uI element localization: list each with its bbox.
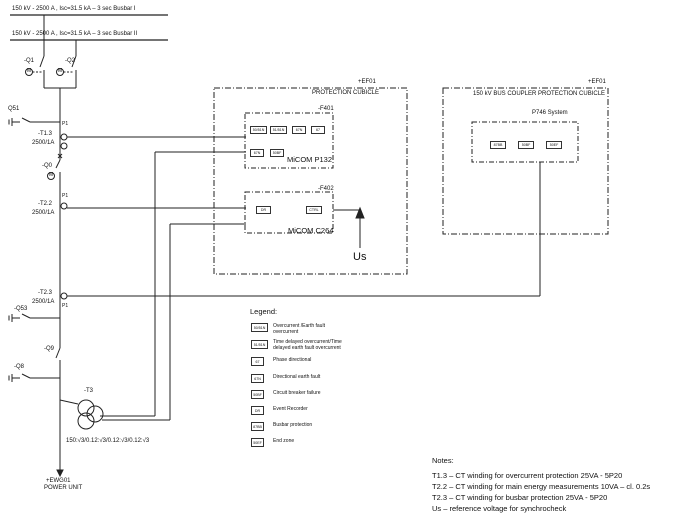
- busbar-2-label: 150 kV - 2500 A , Isc=31.5 kA – 3 sec Bu…: [12, 31, 138, 37]
- note-line-2: T2.2 – CT winding for main energy measur…: [432, 482, 651, 491]
- legend-code-1: 50/51N: [251, 323, 268, 332]
- micom-p132-border: [244, 112, 334, 169]
- power-unit-name: POWER UNIT: [44, 485, 83, 491]
- q8-label: -Q8: [14, 364, 25, 370]
- f401-label: -F401: [318, 106, 334, 112]
- protection-cubicle-tag: +EF01: [358, 79, 376, 85]
- legend-code-4: 67N: [251, 374, 264, 383]
- legend-text-3: Phase directional: [273, 357, 312, 363]
- q0-motor-icon: [47, 172, 55, 180]
- p132-func-5: 67N: [250, 149, 264, 157]
- micom-c264-label: MiCOM C264: [288, 226, 334, 235]
- p132-func-2: 51/51N: [270, 126, 287, 134]
- ct-p1-c: P1: [62, 303, 69, 309]
- protection-cubicle-title: PROTECTION CUBICLE: [312, 90, 380, 96]
- q51-label: Q51: [8, 106, 20, 112]
- p132-func-6: 50BF: [270, 149, 284, 157]
- p132-func-4: 67: [311, 126, 325, 134]
- q51-earth-switch: [8, 117, 60, 126]
- ct-t13-ratio: 2500/1A: [32, 140, 55, 146]
- legend-text-6: Event Recorder: [273, 406, 308, 412]
- q53-earth-switch: [8, 313, 60, 322]
- notes-title: Notes:: [432, 456, 454, 465]
- ct-t13-symbol: [60, 133, 68, 150]
- coupler-cubicle-tag: +EF01: [588, 79, 606, 85]
- q2-motor-letter: M: [58, 68, 63, 74]
- coupler-cubicle-border: [442, 87, 609, 235]
- p132-func-3: 67N: [292, 126, 306, 134]
- legend-text-7: Busbar protection: [273, 422, 313, 428]
- ct-p1-b: P1: [62, 193, 69, 199]
- p746-func-3: 50EF: [546, 141, 562, 149]
- ct-t23-symbol: [60, 292, 68, 300]
- ct-t13-label: -T1.3: [38, 131, 53, 137]
- q1-label: -Q1: [24, 58, 35, 64]
- legend-code-2: 51/51N: [251, 340, 268, 349]
- ct-t23-ratio: 2500/1A: [32, 299, 55, 305]
- protection-cubicle-border: [213, 87, 408, 275]
- ct-t22-label: -T2.2: [38, 201, 53, 207]
- legend-code-7: 87BB: [251, 422, 264, 431]
- ct-t23-label: -T2.3: [38, 290, 53, 296]
- legend-code-5: 50BF: [251, 390, 264, 399]
- c264-func-2: CTRL: [306, 206, 322, 214]
- note-line-4: Us – reference voltage for synchrocheck: [432, 504, 567, 513]
- legend-text-1: Overcurrent /Earth fault overcurrent: [273, 323, 325, 335]
- legend-title: Legend:: [250, 307, 278, 316]
- legend-code-3: 67: [251, 357, 264, 366]
- ct-t22-symbol: [60, 202, 68, 210]
- micom-p132-label: MiCOM P132: [287, 155, 333, 164]
- q1-motor-icon: [25, 68, 42, 76]
- note-line-3: T2.3 – CT winding for busbar protection …: [432, 493, 608, 502]
- q8-earth-switch: [8, 373, 60, 382]
- us-label: Us: [353, 251, 367, 263]
- legend-code-6: DR: [251, 406, 264, 415]
- q9-label: -Q9: [44, 346, 55, 352]
- legend-text-4: Directional earth fault: [273, 374, 321, 380]
- q2-label: -Q2: [65, 58, 76, 64]
- p132-func-1: 50/51N: [250, 126, 267, 134]
- vt-t3-label: -T3: [84, 388, 93, 394]
- q0-motor-letter: M: [49, 172, 54, 178]
- p746-func-2: 50BF: [518, 141, 534, 149]
- q0-label: -Q0: [42, 163, 53, 169]
- ct-p1-a: P1: [62, 121, 69, 127]
- note-line-1: T1.3 – CT winding for overcurrent protec…: [432, 471, 623, 480]
- power-unit-tag: +EWG01: [46, 478, 71, 484]
- vt-t3-ratio: 150:√3/0.12:√3/0.12:√3/0.12:√3: [66, 438, 150, 444]
- legend-text-2: Time delayed overcurrent/Time delayed ea…: [273, 339, 342, 351]
- q53-label: -Q53: [14, 306, 28, 312]
- q1-motor-letter: M: [27, 68, 32, 74]
- p746-system-border: [471, 121, 579, 163]
- busbar-1-label: 150 kV - 2500 A , Isc=31.5 kA – 3 sec Bu…: [12, 6, 136, 12]
- p746-func-1: 87BB: [490, 141, 506, 149]
- c264-func-1: DR: [256, 206, 271, 214]
- vt-t3-symbol: [59, 399, 104, 430]
- coupler-cubicle-title: 150 kV BUS COUPLER PROTECTION CUBICLE: [473, 91, 606, 97]
- legend-text-8: End zone: [273, 438, 295, 444]
- ct-t22-ratio: 2500/1A: [32, 210, 55, 216]
- q2-motor-icon: [56, 68, 74, 76]
- legend-code-8: 50EF: [251, 438, 264, 447]
- micom-c264-border: [244, 191, 334, 234]
- p746-system-label: P746 System: [532, 110, 568, 116]
- f402-label: -F402: [318, 186, 334, 192]
- legend-text-5: Circuit breaker failure: [273, 390, 321, 396]
